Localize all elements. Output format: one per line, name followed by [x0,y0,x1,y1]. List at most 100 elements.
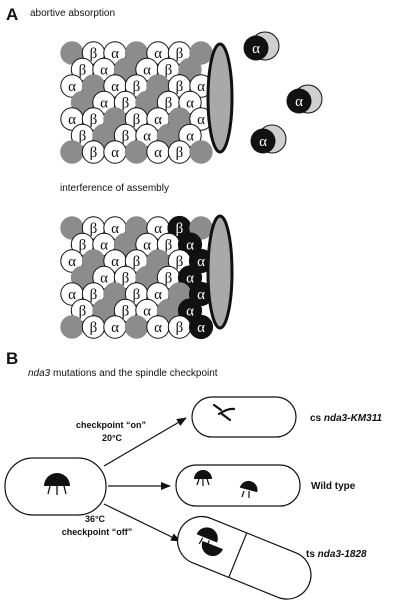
svg-text:α: α [154,145,162,161]
svg-text:β: β [176,145,184,161]
svg-text:α: α [111,254,119,270]
alpha-tubulin-subunit: α [135,57,159,82]
alpha-tubulin-subunit: α [178,123,202,148]
temp-20c-label: 20°C [102,433,123,443]
svg-text:α: α [143,304,151,320]
checkpoint-off-label: checkpoint “off” [62,527,133,537]
svg-text:β: β [133,112,141,128]
svg-text:β: β [79,304,87,320]
svg-text:β: β [79,63,87,79]
cs-arrested-cell [191,396,297,438]
svg-text:α: α [197,79,205,95]
ts-elongated-cell [177,515,312,600]
svg-text:α: α [154,320,162,336]
svg-text:α: α [100,238,108,254]
svg-text:α: α [100,96,108,112]
svg-text:β: β [165,271,173,287]
alpha-tubulin-subunit: α [103,74,127,98]
alpha-tubulin-subunit: α [92,90,116,115]
svg-text:β: β [176,320,184,336]
svg-text:β: β [165,96,173,112]
svg-text:α: α [143,238,151,254]
alpha-tubulin-subunit: α [103,315,127,339]
wildtype-cell [175,464,301,507]
svg-text:β: β [122,271,130,287]
daughter-nucleus-icon [239,480,258,493]
svg-text:α: α [68,254,76,270]
svg-text:β: β [122,304,130,320]
beta-tubulin-subunit [178,57,202,82]
arrow-to-ts [103,503,181,542]
svg-text:α: α [111,320,119,336]
beta-tubulin-subunit [60,315,84,339]
svg-text:β: β [176,254,184,270]
svg-text:α: α [197,112,205,128]
svg-text:α: α [111,79,119,95]
svg-text:α: α [154,46,162,62]
beta-tubulin-subunit: β [167,315,192,339]
beta-tubulin-subunit [124,140,149,164]
alpha-tubulin-subunit: α [146,140,170,164]
svg-text:β: β [79,129,87,145]
cs-label: cs nda3-KM311 [310,413,383,424]
beta-tubulin-subunit: β [167,140,192,164]
microtubule-end-cap-top [206,42,234,154]
panel-b-letter: B [6,349,18,368]
beta-tubulin-subunit [124,315,149,339]
svg-text:α: α [143,63,151,79]
svg-text:α: α [154,112,162,128]
svg-text:β: β [176,79,184,95]
svg-text:α: α [252,41,260,57]
svg-text:β: β [176,221,184,237]
alpha-tubulin-subunit: α [177,265,203,290]
svg-text:α: α [100,63,108,79]
svg-text:β: β [165,63,173,79]
svg-text:α: α [111,46,119,62]
temp-36c-label: 36°C [85,514,106,524]
svg-text:α: α [186,129,194,145]
condensed-chromosome-icon [212,403,223,412]
svg-text:α: α [186,238,194,254]
panel-a-title-bottom: interference of assembly [60,183,169,194]
checkpoint-on-label: checkpoint “on” [76,420,146,430]
svg-text:β: β [165,238,173,254]
nucleus-mitotic-icon [44,473,70,486]
panel-a-letter: A [6,5,18,24]
alpha-tubulin-subunit: α [177,298,203,323]
svg-text:α: α [143,129,151,145]
svg-text:β: β [90,145,98,161]
svg-text:β: β [122,129,130,145]
alpha-tubulin-subunit: α [92,57,116,82]
svg-text:α: α [154,221,162,237]
alpha-tubulin-subunit: α [103,140,127,164]
svg-text:α: α [111,221,119,237]
alpha-tubulin-subunit: α [177,232,203,257]
svg-text:β: β [133,254,141,270]
ts-label: ts nda3-1828 [306,549,367,560]
alpha-tubulin-subunit: α [146,315,170,339]
start-cell [4,457,107,516]
svg-text:β: β [90,112,98,128]
svg-text:β: β [122,96,130,112]
svg-text:β: β [133,79,141,95]
svg-text:β: β [133,287,141,303]
svg-text:α: α [259,134,267,150]
wildtype-label: Wild type [311,481,356,492]
daughter-nucleus-icon [194,470,212,479]
panel-a-title-top: abortive absorption [30,8,115,19]
svg-text:α: α [197,320,205,336]
beta-tubulin-subunit: β [81,140,106,164]
svg-text:α: α [100,271,108,287]
beta-tubulin-subunit [189,140,213,164]
svg-text:α: α [197,287,205,303]
svg-text:β: β [90,320,98,336]
svg-text:α: α [186,96,194,112]
svg-text:β: β [90,46,98,62]
free-tubulin-dimer: α [286,84,323,114]
free-tubulin-dimer: α [243,31,280,61]
svg-text:β: β [90,221,98,237]
free-tubulin-dimer: α [250,124,287,154]
svg-text:α: α [154,287,162,303]
